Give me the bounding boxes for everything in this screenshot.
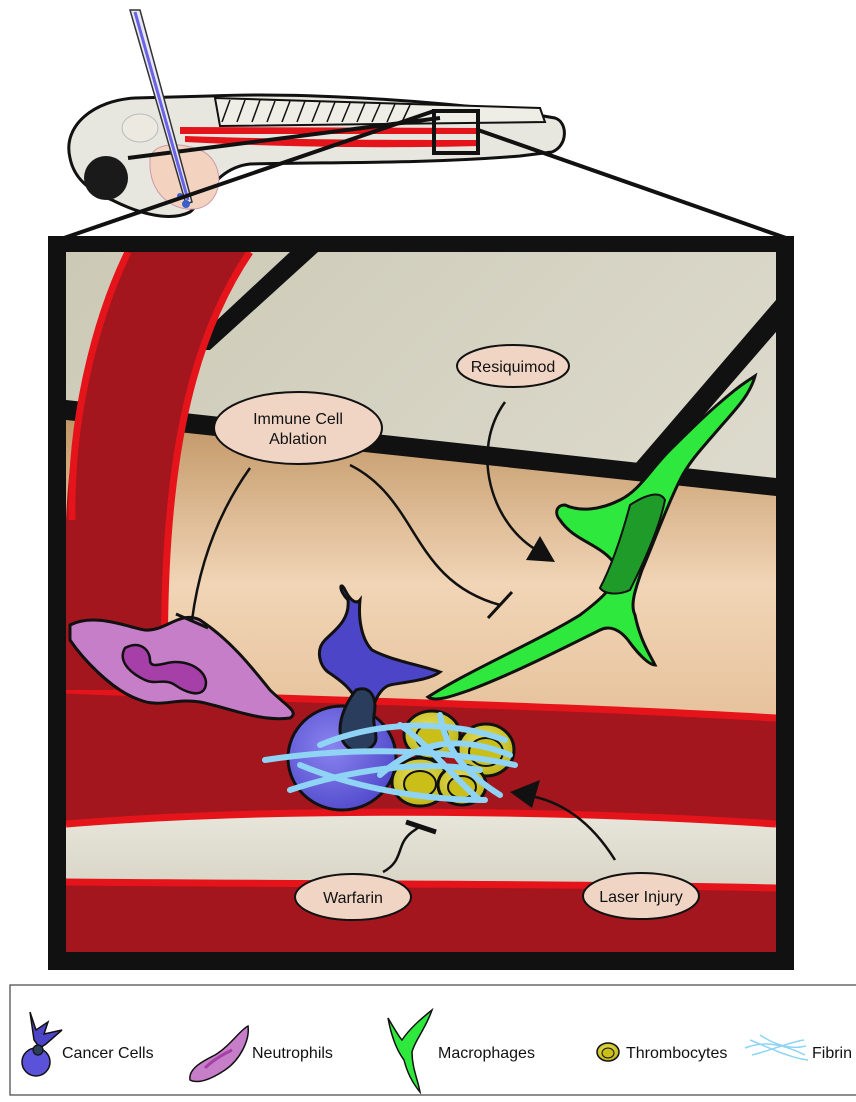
label-warfarin: Warfarin [295,874,411,920]
legend-fibrin-label: Fibrin [812,1045,852,1062]
svg-text:Resiquimod: Resiquimod [471,359,555,376]
svg-text:Ablation: Ablation [269,431,327,448]
legend-cancer-label: Cancer Cells [62,1045,154,1062]
legend-macrophage-label: Macrophages [438,1045,535,1062]
legend-thrombocyte-icon [597,1043,619,1061]
zebrafish-eye [84,156,128,200]
svg-text:Laser Injury: Laser Injury [599,889,683,906]
legend: Cancer Cells Neutrophils Macrophages Thr… [10,985,856,1095]
label-resiquimod: Resiquimod [457,345,569,387]
legend-thrombocyte-label: Thrombocytes [626,1045,727,1062]
legend-neutrophil-label: Neutrophils [252,1045,333,1062]
label-laser-injury: Laser Injury [583,873,699,919]
label-immune-ablation: Immune Cell Ablation [214,392,382,464]
svg-text:Warfarin: Warfarin [323,890,383,907]
zebrafish-larva [64,10,786,238]
svg-text:Immune Cell: Immune Cell [253,411,343,428]
zoom-panel [48,236,794,970]
